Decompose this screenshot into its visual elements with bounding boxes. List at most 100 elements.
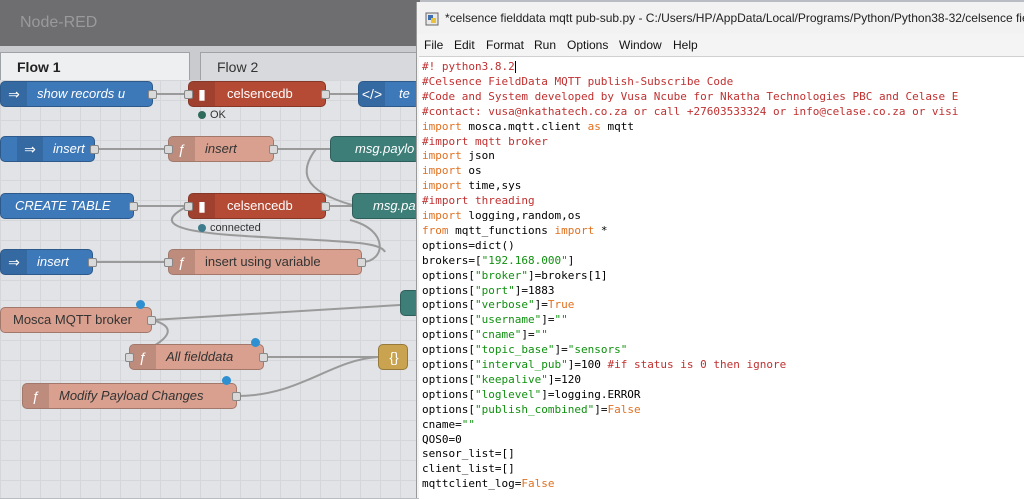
code-token: "topic_base" (474, 343, 555, 357)
menu-window[interactable]: Window (619, 38, 662, 52)
input-port[interactable] (164, 145, 173, 154)
code-token: options[ (422, 402, 475, 416)
code-token: False (607, 402, 641, 416)
node-insert-function[interactable]: ƒ insert (168, 136, 274, 162)
output-port[interactable] (321, 90, 330, 99)
tab-flow-1[interactable]: Flow 1 (0, 52, 190, 80)
idle-editor-window: *celsence fielddata mqtt pub-sub.py - C:… (416, 2, 1024, 499)
code-token: "verbose" (474, 298, 535, 312)
node-create-table[interactable]: CREATE TABLE (0, 193, 134, 219)
code-token: ]=brokers[1] (527, 268, 608, 282)
menu-bar: File Edit Format Run Options Window Help (417, 34, 1024, 56)
code-token: options[ (422, 372, 475, 386)
code-line: options["loglevel"]=logging.ERROR (422, 387, 641, 402)
output-port[interactable] (88, 258, 97, 267)
status-ok: OK (198, 109, 226, 121)
code-line: brokers=["192.168.000"] (422, 253, 574, 268)
menu-edit[interactable]: Edit (454, 38, 475, 52)
code-line: options["topic_base"]="sensors" (422, 342, 627, 357)
code-token: ]= (594, 402, 608, 416)
code-token: ]= (554, 343, 568, 357)
code-line: import logging,random,os (422, 208, 581, 223)
code-line: options["broker"]=brokers[1] (422, 268, 607, 283)
code-line: options=dict() (422, 238, 515, 253)
code-token: time,sys (461, 179, 522, 193)
code-token: "keepalive" (474, 372, 548, 386)
code-token: True (547, 298, 575, 312)
node-mosca-mqtt-broker[interactable]: Mosca MQTT broker (0, 307, 152, 333)
code-editor[interactable]: #! python3.8.2#Celsence FieldData MQTT p… (419, 56, 1024, 499)
node-template[interactable]: </> te (358, 81, 420, 107)
code-token: "" (554, 313, 568, 327)
output-port[interactable] (129, 202, 138, 211)
code-token: options[ (422, 358, 475, 371)
code-line: #contact: vusa@nkathatech.co.za or call … (422, 104, 958, 119)
status-connected: connected (198, 222, 261, 234)
code-token: brokers=[ (422, 253, 482, 267)
code-comment: #import threading (422, 194, 535, 208)
code-token: "" (534, 328, 548, 342)
code-line: #Code and System developed by Vusa Ncube… (422, 89, 958, 104)
input-port[interactable] (164, 258, 173, 267)
flow-tab-bar: Flow 1 Flow 2 (0, 46, 420, 80)
code-token: "port" (474, 283, 515, 297)
code-token: ]= (534, 298, 548, 312)
code-token: ]= (541, 313, 555, 327)
node-modify-payload-changes[interactable]: ƒ Modify Payload Changes (22, 383, 237, 409)
tab-flow-2[interactable]: Flow 2 (200, 52, 420, 80)
node-insert-inject[interactable]: ⇒ insert (0, 136, 95, 162)
input-port[interactable] (184, 202, 193, 211)
output-port[interactable] (259, 353, 268, 362)
code-line: #! python3.8.2 (422, 59, 516, 74)
code-token: sensor_list=[] (422, 447, 515, 461)
output-port[interactable] (148, 90, 157, 99)
code-line: import mosca.mqtt.client as mqtt (422, 119, 634, 134)
flow-canvas[interactable]: ⇒ show records u ▮ celsencedb OK </> te … (0, 80, 420, 498)
menu-run[interactable]: Run (534, 38, 557, 52)
input-port[interactable] (125, 353, 134, 362)
code-line: import json (422, 148, 495, 163)
node-show-records[interactable]: ⇒ show records u (0, 81, 153, 107)
code-line: from mqtt_functions import * (422, 223, 607, 238)
code-token: logging,random,os (461, 209, 581, 222)
code-token: ]=logging.ERROR (541, 387, 641, 401)
code-line: import time,sys (422, 178, 521, 193)
menu-format[interactable]: Format (486, 38, 525, 52)
code-token: mqtt_functions (448, 223, 555, 237)
output-port[interactable] (232, 392, 241, 401)
code-token: mosca.mqtt.client (461, 119, 588, 133)
menu-file[interactable]: File (424, 38, 444, 52)
node-celsencedb-1[interactable]: ▮ celsencedb (188, 81, 326, 107)
code-line: mqttclient_log=False (422, 476, 554, 491)
output-port[interactable] (321, 202, 330, 211)
code-token: * (594, 223, 608, 237)
menu-options[interactable]: Options (567, 38, 609, 52)
code-line: options["cname"]="" (422, 327, 548, 342)
code-token: ] (567, 253, 575, 267)
node-insert-using-variable[interactable]: ƒ insert using variable (168, 249, 362, 275)
menu-help[interactable]: Help (673, 38, 698, 52)
node-msg-payload-2[interactable]: msg.pa (352, 193, 420, 219)
code-token: from (422, 223, 449, 237)
output-port[interactable] (357, 258, 366, 267)
node-red-header: Node-RED (0, 0, 420, 46)
output-port[interactable] (269, 145, 278, 154)
node-all-fielddata[interactable]: ƒ All fielddata (129, 344, 264, 370)
window-title-bar[interactable]: *celsence fielddata mqtt pub-sub.py - C:… (417, 2, 1024, 34)
wire (305, 148, 353, 206)
output-port[interactable] (147, 316, 156, 325)
output-port[interactable] (90, 145, 99, 154)
code-token: options=dict() (422, 238, 515, 252)
node-celsencedb-2[interactable]: ▮ celsencedb (188, 193, 326, 219)
input-port[interactable] (184, 90, 193, 99)
node-msg-payload-1[interactable]: msg.paylo (330, 136, 420, 162)
code-comment: #Code and System developed by Vusa Ncube… (422, 89, 959, 103)
code-token: os (461, 164, 482, 178)
code-token: #if status is 0 then ignore (607, 358, 787, 371)
code-token: "loglevel" (474, 387, 542, 401)
node-json[interactable]: {} (378, 344, 408, 370)
code-line: options["port"]=1883 (422, 283, 554, 298)
code-token: mqttclient_log= (422, 477, 522, 491)
code-token: "192.168.000" (481, 253, 568, 267)
node-insert-inject-2[interactable]: ⇒ insert (0, 249, 93, 275)
